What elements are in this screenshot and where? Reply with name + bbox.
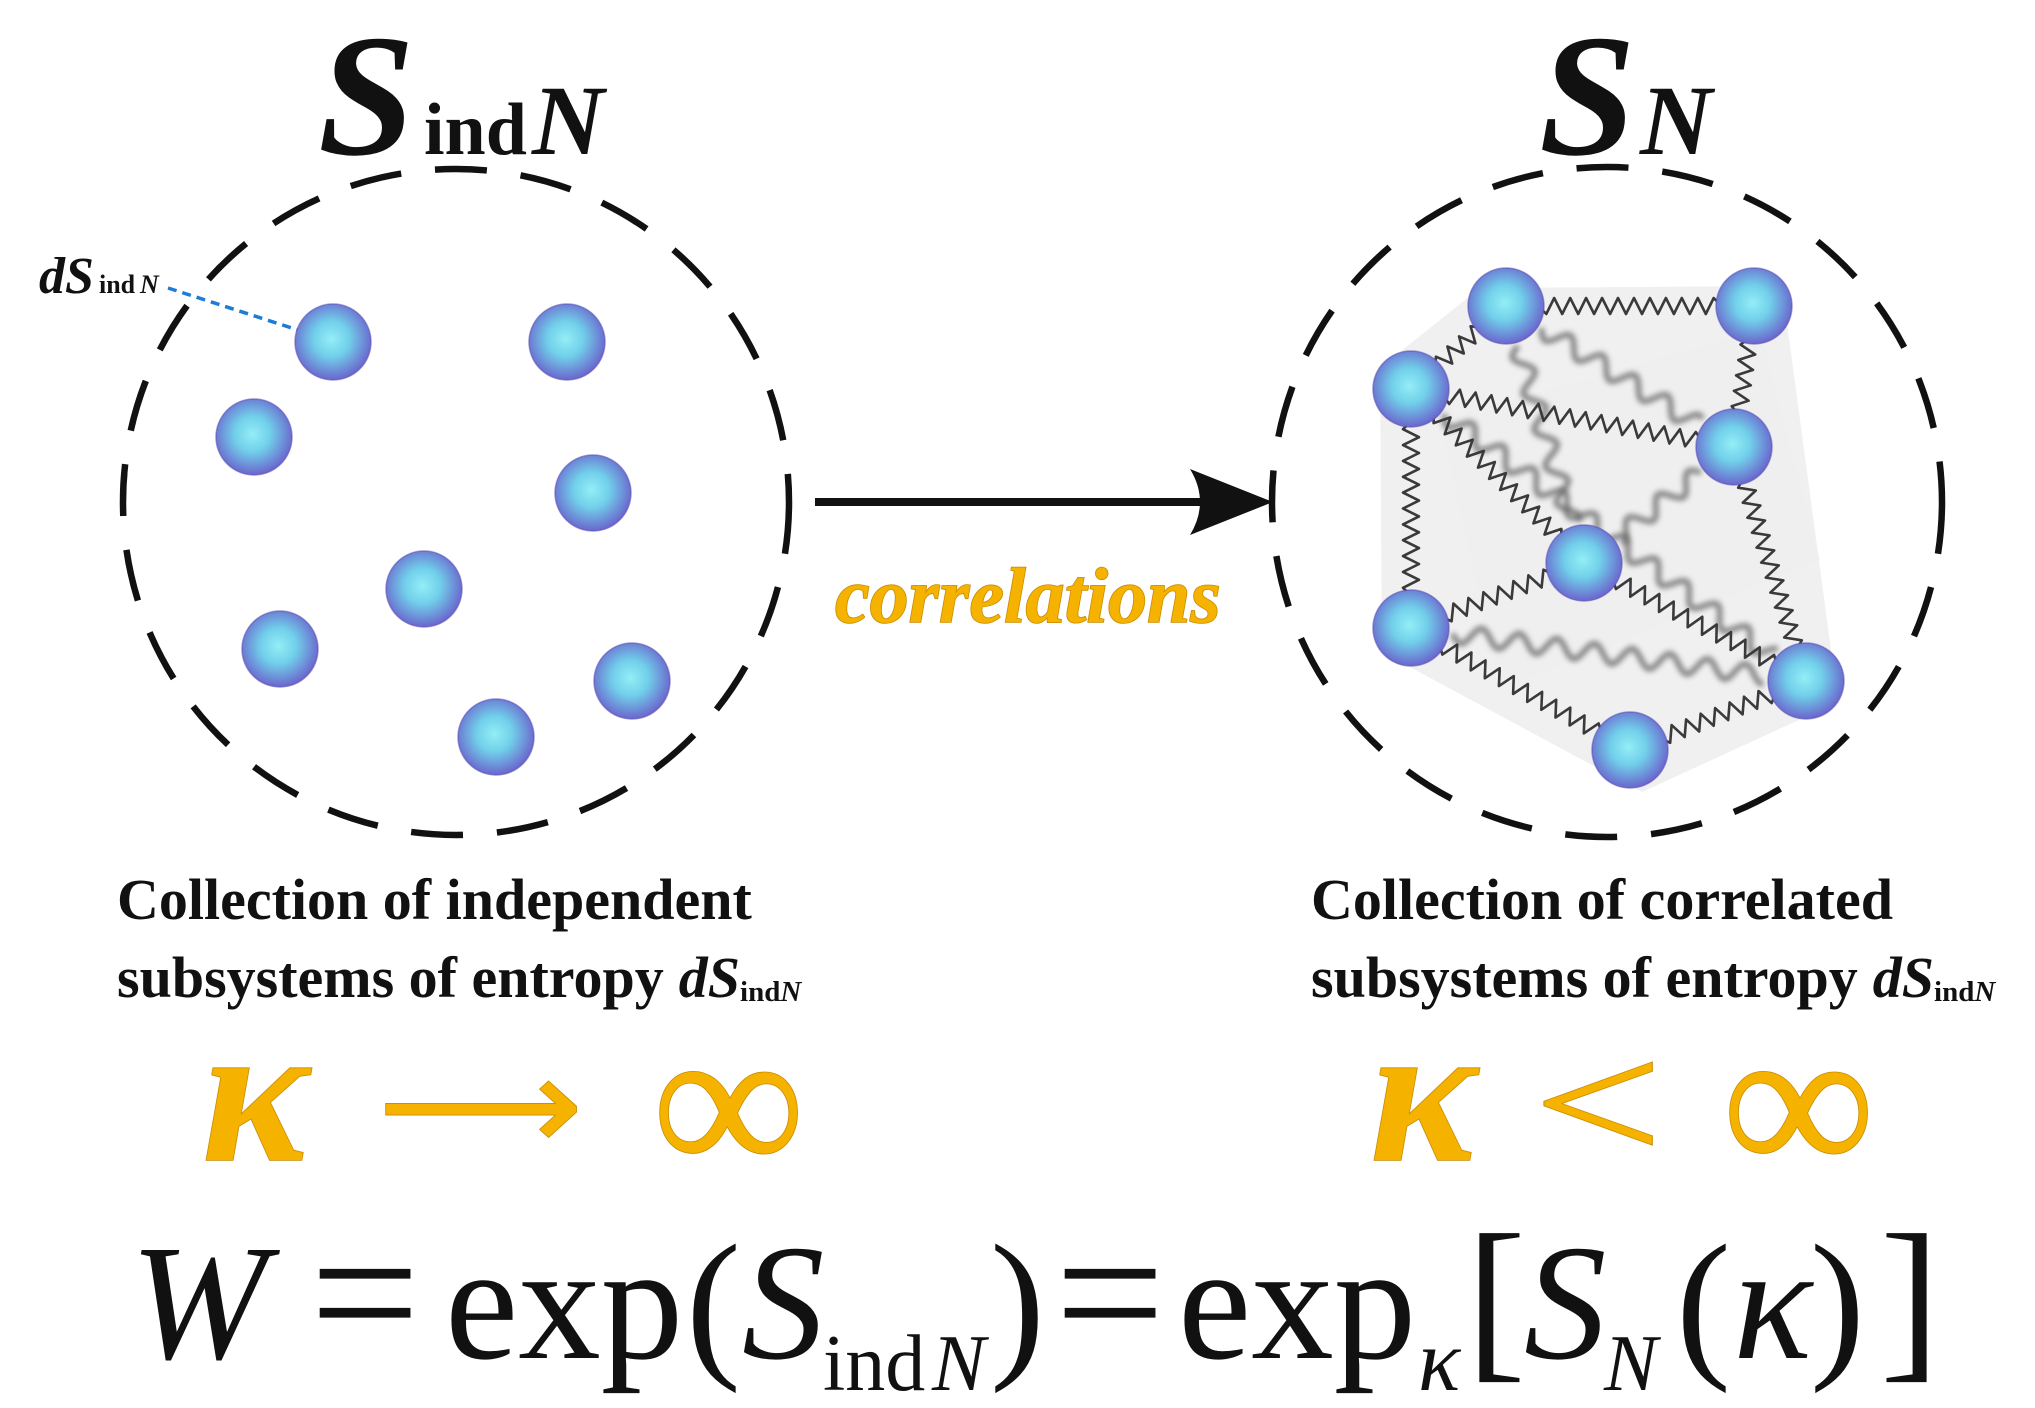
left-system-boundary	[119, 165, 793, 839]
formula-rparen-2: )	[1810, 1211, 1865, 1394]
right-title: SN	[1539, 0, 1716, 192]
subsystem-sphere	[1372, 589, 1450, 667]
subsystem-sphere	[1767, 642, 1845, 720]
spring	[1730, 336, 1757, 416]
formula-equals-2: =	[1055, 1185, 1165, 1401]
left-caption-line2-text: subsystems of entropy	[117, 945, 664, 1010]
spring-blurred	[1449, 625, 1764, 688]
subsystem-sphere	[457, 698, 535, 776]
right-caption-line1: Collection of correlated	[1311, 867, 1893, 932]
spring	[1736, 477, 1804, 651]
formula-equals-1: =	[310, 1185, 420, 1401]
formula-w: W	[130, 1211, 280, 1394]
spring	[1432, 411, 1563, 541]
right-panel: SN Collection of correlated subsystems o…	[1268, 0, 1996, 1223]
spring-blurred	[1538, 327, 1705, 425]
left-title-subscript-ind: ind	[424, 89, 527, 171]
left-limit-arrow: ⟶	[378, 1029, 583, 1181]
left-limit: κ ⟶ ∞	[201, 982, 806, 1223]
right-limit-kappa: κ	[1370, 983, 1480, 1204]
subsystem-sphere	[528, 303, 606, 381]
formula-rbracket: ]	[1880, 1198, 1940, 1397]
formula-s-subscript-n2: N	[1603, 1320, 1662, 1408]
subsystem-sphere	[1715, 267, 1793, 345]
spring	[1441, 388, 1704, 448]
correlation-springs	[1401, 296, 1804, 745]
right-title-symbol: S	[1539, 0, 1636, 192]
subsystem-label-subscript-n: N	[139, 270, 160, 299]
left-title-subscript-n: N	[531, 65, 608, 176]
left-limit-infinity: ∞	[652, 983, 805, 1222]
arrow-head	[1190, 469, 1273, 535]
right-caption-subscript-ind: ind	[1934, 976, 1974, 1008]
subsystem-sphere	[294, 303, 372, 381]
subsystem-sphere	[554, 454, 632, 532]
formula-lbracket: [	[1466, 1198, 1526, 1397]
correlation-transition: correlations	[815, 469, 1273, 640]
left-caption-line1: Collection of independent	[117, 867, 752, 932]
independent-subsystems	[215, 303, 671, 776]
formula-s-ind: S	[742, 1211, 825, 1394]
entropy-formula: W=exp(SindN)=expκ[SN(κ)]	[130, 1185, 1940, 1408]
right-limit-infinity: ∞	[1722, 983, 1875, 1222]
subsystem-sphere	[1467, 267, 1545, 345]
subsystem-sphere	[1591, 711, 1669, 789]
subsystem-sphere	[385, 550, 463, 628]
left-title-symbol: S	[318, 0, 415, 192]
right-caption: Collection of correlated subsystems of e…	[1311, 867, 1996, 1010]
spring	[1434, 325, 1482, 368]
formula-s-n: S	[1524, 1211, 1607, 1394]
subsystem-sphere	[215, 398, 293, 476]
spring	[1659, 689, 1778, 745]
right-system-boundary	[1268, 163, 1946, 841]
subsystem-sphere	[1372, 350, 1450, 428]
spring	[1437, 643, 1604, 735]
spring	[1401, 420, 1421, 597]
spring	[1611, 577, 1779, 667]
spring	[1440, 568, 1555, 623]
right-caption-line2-text: subsystems of entropy	[1311, 945, 1858, 1010]
right-limit: κ < ∞	[1369, 982, 1876, 1223]
correlated-subsystems	[1372, 267, 1845, 789]
spring-blurred	[1509, 344, 1583, 522]
right-caption-subscript-n: N	[1973, 976, 1996, 1008]
right-caption-symbol: dS	[1873, 945, 1934, 1010]
formula-s-subscript-ind: ind	[823, 1320, 925, 1408]
left-caption-subscript-ind: ind	[740, 976, 780, 1008]
spring	[1537, 296, 1723, 316]
correlations-label: correlations	[835, 552, 1221, 639]
subsystem-sphere	[1695, 408, 1773, 486]
formula-kappa: κ	[1733, 1211, 1814, 1394]
right-limit-less-than: <	[1533, 1009, 1663, 1197]
right-title-subscript-n: N	[1639, 65, 1716, 176]
left-limit-kappa: κ	[202, 983, 312, 1204]
formula-rparen-1: )	[990, 1211, 1045, 1394]
subsystem-label-subscript-ind: ind	[99, 270, 136, 299]
subsystem-sphere	[241, 610, 319, 688]
subsystem-label-leader	[167, 286, 299, 332]
formula-s-subscript-n: N	[931, 1320, 990, 1408]
formula-exp-2: exp	[1178, 1211, 1416, 1394]
formula-lparen-1: (	[686, 1211, 741, 1394]
subsystem-label-symbol: dS	[39, 248, 94, 305]
left-caption-subscript-n: N	[779, 976, 802, 1008]
left-caption-symbol: dS	[679, 945, 740, 1010]
spring-blurred	[1620, 467, 1702, 547]
left-caption: Collection of independent subsystems of …	[117, 867, 802, 1010]
formula-exp-1: exp	[445, 1211, 683, 1394]
formula-exp-subscript-kappa: κ	[1418, 1313, 1462, 1408]
subsystem-sphere	[1545, 524, 1623, 602]
formula-lparen-2: (	[1676, 1211, 1731, 1394]
subsystem-sphere	[593, 642, 671, 720]
